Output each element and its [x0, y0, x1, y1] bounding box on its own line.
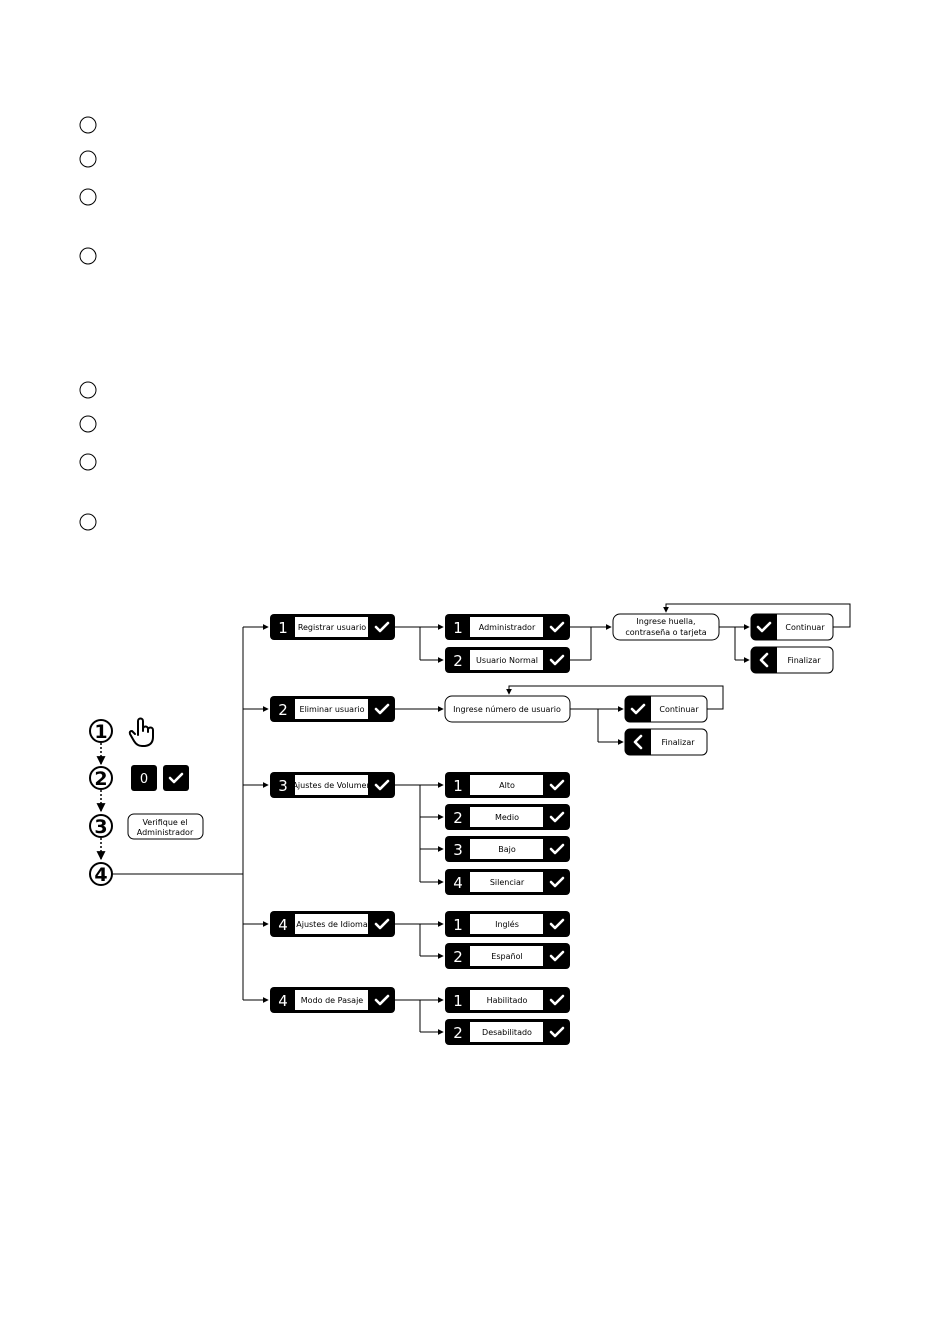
- menu-language-label: Ajustes de Idioma: [296, 920, 368, 929]
- menu-register-label: Registrar usuario: [298, 623, 366, 632]
- register-continue-button: Continuar: [750, 613, 834, 641]
- register-continue-label: Continuar: [785, 623, 825, 632]
- register-admin-label: Administrador: [479, 623, 536, 632]
- bullet-list-bottom: [79, 381, 97, 531]
- menu-language-number: 4: [278, 916, 288, 934]
- menu-language-settings: 4 Ajustes de Idioma: [270, 911, 395, 937]
- register-finish-button: Finalizar: [750, 646, 834, 674]
- menu-delete-number: 2: [278, 701, 288, 719]
- volume-option-number: 2: [453, 809, 463, 827]
- language-option-label: Inglés: [495, 919, 519, 929]
- key-zero-label: 0: [140, 772, 148, 787]
- register-admin-option: 1 Administrador: [445, 614, 570, 640]
- key-zero: [131, 765, 157, 791]
- delete-finish-button: Finalizar: [624, 728, 708, 756]
- language-option-number: 2: [453, 948, 463, 966]
- passage-option-enabled: 1 Habilitado: [445, 987, 570, 1013]
- enroll-flow-lines: [663, 603, 851, 663]
- menu-passage-label: Modo de Pasaje: [301, 996, 364, 1005]
- verify-admin-line2: Administrador: [137, 828, 194, 837]
- volume-option-number: 1: [453, 777, 463, 795]
- delete-finish-label: Finalizar: [661, 738, 695, 747]
- language-option-spanish: 2 Español: [445, 943, 570, 969]
- passage-option-number: 2: [453, 1024, 463, 1042]
- volume-option-mute: 4 Silenciar: [445, 869, 570, 895]
- enroll-prompt-box: Ingrese huella, contraseña o tarjeta: [612, 613, 720, 641]
- volume-branch-lines: [395, 782, 444, 885]
- step-2: 2 0: [89, 765, 189, 791]
- key-confirm: [163, 765, 189, 791]
- volume-option-label: Alto: [499, 781, 515, 790]
- step-1-number: 1: [94, 721, 107, 743]
- language-option-english: 1 Inglés: [445, 911, 570, 937]
- step-4-number: 4: [94, 864, 107, 886]
- passage-option-disabled: 2 Desabilitado: [445, 1019, 570, 1045]
- menu-register-user: 1 Registrar usuario: [270, 614, 395, 640]
- delete-continue-label: Continuar: [659, 705, 699, 714]
- volume-option-number: 4: [453, 874, 463, 892]
- register-branch-lines: [395, 624, 612, 663]
- menu-passage-number: 4: [278, 992, 288, 1010]
- passage-option-number: 1: [453, 992, 463, 1010]
- bullet-circle: [79, 247, 97, 265]
- step-1: 1: [89, 717, 154, 747]
- bullet-circle: [79, 415, 97, 433]
- menu-volume-settings: 3 Ajustes de Volumen: [270, 772, 395, 798]
- delete-enter-number-box: Ingrese número de usuario: [444, 695, 571, 723]
- menu-volume-number: 3: [278, 777, 288, 795]
- delete-continue-button: Continuar: [624, 695, 708, 723]
- delete-enter-number-label: Ingrese número de usuario: [453, 705, 561, 714]
- bullet-circle: [79, 150, 97, 168]
- bullet-circle: [79, 116, 97, 134]
- language-option-label: Español: [491, 952, 522, 961]
- volume-option-low: 3 Bajo: [445, 836, 570, 862]
- delete-flow-lines: [395, 685, 724, 745]
- volume-option-label: Bajo: [498, 845, 516, 854]
- language-option-number: 1: [453, 916, 463, 934]
- menu-volume-label: Ajustes de Volumen: [292, 781, 371, 790]
- bullet-circle: [79, 453, 97, 471]
- register-normal-option: 2 Usuario Normal: [445, 647, 570, 673]
- touch-hand-icon: [128, 717, 154, 747]
- trunk-lines: [112, 624, 269, 1003]
- step-4: 4: [89, 862, 113, 886]
- passage-option-label: Habilitado: [487, 996, 528, 1005]
- menu-delete-user: 2 Eliminar usuario: [270, 696, 395, 722]
- verify-admin-line1: Verifique el: [142, 818, 187, 827]
- register-normal-number: 2: [453, 652, 463, 670]
- verify-admin-box: [127, 813, 204, 840]
- register-normal-label: Usuario Normal: [476, 656, 538, 665]
- enroll-prompt-line2: contraseña o tarjeta: [625, 628, 706, 637]
- bullet-circle: [79, 381, 97, 399]
- step-3-number: 3: [94, 816, 107, 838]
- step-3: 3 Verifique el Administrador: [89, 813, 204, 840]
- menu-register-number: 1: [278, 619, 288, 637]
- register-finish-label: Finalizar: [787, 656, 821, 665]
- step-2-number: 2: [94, 768, 107, 790]
- register-admin-number: 1: [453, 619, 463, 637]
- volume-option-medium: 2 Medio: [445, 804, 570, 830]
- volume-option-number: 3: [453, 841, 463, 859]
- passage-branch-lines: [395, 997, 444, 1035]
- volume-option-label: Medio: [495, 813, 519, 822]
- enroll-prompt-line1: Ingrese huella,: [636, 617, 695, 626]
- volume-option-high: 1 Alto: [445, 772, 570, 798]
- menu-passage-mode: 4 Modo de Pasaje: [270, 987, 395, 1013]
- language-branch-lines: [395, 921, 444, 959]
- volume-option-label: Silenciar: [490, 878, 525, 887]
- bullet-circle: [79, 188, 97, 206]
- menu-delete-label: Eliminar usuario: [300, 705, 365, 714]
- bullet-list-top: [79, 116, 97, 265]
- passage-option-label: Desabilitado: [482, 1028, 532, 1037]
- bullet-circle: [79, 513, 97, 531]
